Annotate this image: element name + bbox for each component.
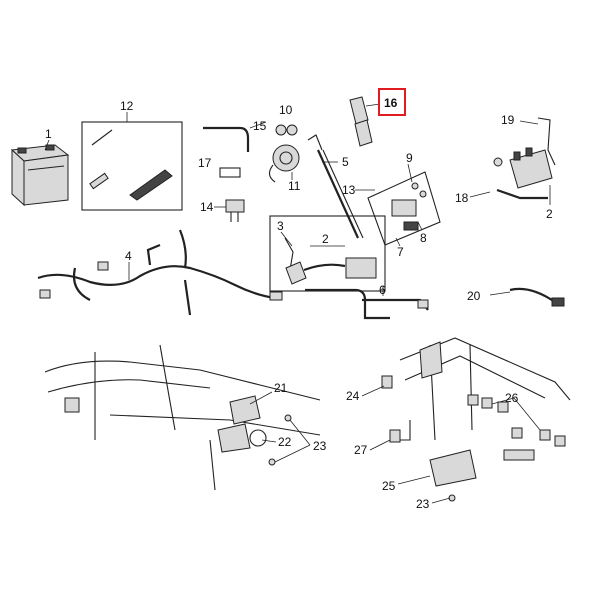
bolt [284,414,292,422]
label-8[interactable]: 8 [420,231,427,245]
label-2a[interactable]: 2 [546,207,553,221]
main-wiring-harness[interactable] [37,229,283,316]
ignition-coil-assembly[interactable] [493,117,556,200]
leader-23a [289,419,311,446]
leader-3 [280,231,293,247]
label-11[interactable]: 11 [288,179,301,193]
coil-box [269,215,386,292]
leader-21 [249,391,273,405]
leader-1 [44,139,50,151]
stator-coil[interactable] [268,144,300,183]
connector-27 [389,429,401,443]
label-18[interactable]: 18 [455,191,469,205]
leader-20 [489,291,511,296]
label-13[interactable]: 13 [342,183,356,197]
leader-7 [395,237,401,247]
leader-25 [397,475,431,485]
label-9[interactable]: 9 [406,151,413,165]
leader-16 [365,103,381,107]
decal[interactable] [219,167,241,178]
leader-15 [249,121,267,129]
frame-right[interactable] [395,337,571,487]
label-2b[interactable]: 2 [322,232,329,246]
label-21[interactable]: 21 [274,381,288,395]
battery-strap[interactable] [349,96,373,147]
coil-with-lead[interactable] [284,237,377,285]
label-26[interactable]: 26 [505,391,519,405]
label-20[interactable]: 20 [467,289,481,303]
leader-23b [274,444,311,463]
label-23b[interactable]: 23 [416,497,430,511]
bolt [268,458,276,466]
battery[interactable] [10,144,70,207]
ignition-module[interactable] [367,171,441,246]
leader-24 [361,385,385,397]
nuts[interactable] [275,124,298,136]
leader-23c [431,497,451,504]
sensor-cable[interactable] [509,287,565,307]
label-16[interactable]: 16 [384,96,398,110]
leader-8 [417,221,423,231]
leader-26b [513,397,541,431]
connector-24 [381,375,393,389]
spark-plug-lead[interactable] [307,134,364,239]
leader-18 [469,191,491,198]
leader-19 [519,120,539,125]
label-22[interactable]: 22 [278,435,292,449]
relay-connector[interactable] [225,199,245,222]
vent-hose[interactable] [203,126,250,152]
fuse-kit-box[interactable] [81,121,183,211]
label-12[interactable]: 12 [120,99,134,113]
label-23a[interactable]: 23 [313,439,327,453]
label-24[interactable]: 24 [346,389,360,403]
label-27[interactable]: 27 [354,443,368,457]
label-17[interactable]: 17 [198,156,212,170]
leader-9 [407,163,413,183]
label-1[interactable]: 1 [45,127,52,141]
leader-22 [261,439,277,443]
leader-27 [369,439,391,451]
label-14[interactable]: 14 [200,200,214,214]
label-7[interactable]: 7 [397,245,404,259]
label-25[interactable]: 25 [382,479,396,493]
label-15[interactable]: 15 [253,119,267,133]
label-6[interactable]: 6 [379,283,386,297]
sub-harness[interactable] [305,288,429,320]
highlight-box [378,88,406,116]
label-19[interactable]: 19 [501,113,515,127]
label-3[interactable]: 3 [277,219,284,233]
frame-left[interactable] [44,344,321,491]
label-4[interactable]: 4 [125,249,132,263]
label-5[interactable]: 5 [342,155,349,169]
leader-26a [491,397,515,405]
label-10[interactable]: 10 [279,103,293,117]
